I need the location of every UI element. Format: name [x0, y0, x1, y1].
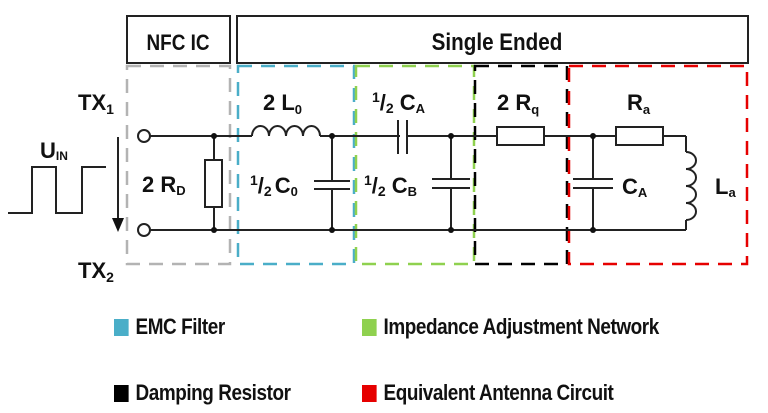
legend-swatch-impedance: [362, 318, 377, 336]
region-emc-filter: [236, 64, 356, 266]
arrow-head-icon: [112, 218, 124, 232]
legend-item-damping: Damping Resistor: [114, 380, 291, 406]
legend-swatch-emc: [114, 318, 129, 336]
ra-label: Ra: [627, 90, 651, 117]
legend-swatch-antenna: [362, 384, 377, 402]
tx2-label: TX2: [78, 258, 114, 285]
inductor-l0: [251, 125, 321, 137]
uin-label: UIN: [40, 138, 68, 163]
single-ended-header-box: [236, 15, 749, 64]
terminal-tx2: [137, 223, 151, 237]
square-wave-icon: [8, 166, 106, 214]
region-nfc-ic: [125, 64, 232, 266]
ca-label: CA: [622, 174, 648, 200]
legend-item-emc-filter: EMC Filter: [114, 314, 225, 340]
resistor-rd: [204, 159, 223, 208]
legend-label-damping: Damping Resistor: [135, 380, 291, 405]
tx1-label: TX1: [78, 90, 114, 117]
region-damping-resistor: [473, 64, 569, 266]
legend-item-impedance: Impedance Adjustment Network: [362, 314, 659, 340]
single-ended-header-label: Single Ended: [432, 29, 563, 56]
legend-label-impedance: Impedance Adjustment Network: [383, 314, 660, 339]
legend-label-antenna: Equivalent Antenna Circuit: [383, 380, 614, 405]
legend-item-antenna: Equivalent Antenna Circuit: [362, 380, 614, 406]
legend-label-emc: EMC Filter: [135, 314, 226, 339]
l0-label: 2 L0: [263, 90, 302, 117]
region-impedance-adjustment: [354, 64, 476, 266]
terminal-tx1: [137, 129, 151, 143]
la-label: La: [715, 174, 736, 200]
inductor-la: [685, 151, 697, 221]
nfc-ic-header-label: NFC IC: [146, 31, 209, 56]
legend-swatch-damping: [114, 384, 129, 402]
nfc-ic-header-box: [126, 15, 231, 64]
resistor-rq: [496, 126, 545, 146]
resistor-ra: [615, 126, 664, 146]
rd-label: 2 RD: [142, 172, 186, 198]
region-antenna-circuit: [567, 64, 749, 266]
rq-label: 2 Rq: [497, 90, 539, 117]
